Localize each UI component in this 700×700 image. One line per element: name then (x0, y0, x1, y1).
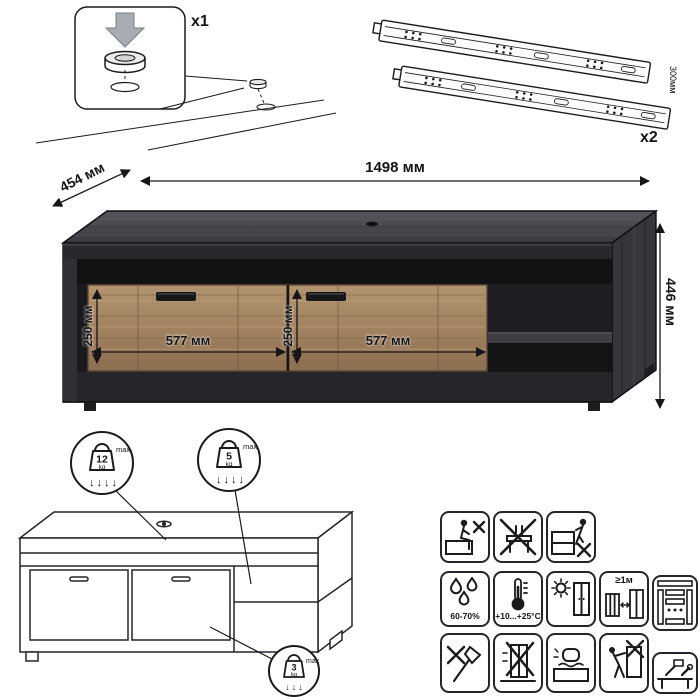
no-dragging-tile (493, 633, 543, 693)
no-sharp-tools-icon (446, 645, 482, 683)
left-stile (63, 259, 77, 402)
dim-drawer-right-width: 577 мм (365, 333, 411, 348)
keep-from-sunlight-tile (546, 571, 596, 627)
foot (25, 651, 39, 662)
load-unit: kg (291, 672, 297, 678)
load-note: max (116, 445, 130, 454)
drawer-left-handle (156, 292, 196, 301)
cleaning-cloth-tile (546, 633, 596, 693)
tv-stand-drawing (60, 209, 659, 411)
dim-overall-width: 1498 мм (365, 159, 425, 176)
dim-drawer-left-width: 577 мм (165, 333, 211, 348)
outline-drawing (17, 510, 355, 662)
no-standing-icon (499, 518, 537, 556)
no-dragging-icon (500, 641, 536, 682)
load-unit: kg (226, 461, 233, 468)
cleaning-cloth-icon (553, 648, 589, 682)
down-arrows-icon: ↓↓↓↓ (89, 477, 119, 489)
drawer-right-handle (306, 292, 346, 301)
no-sitting-icon (445, 519, 486, 555)
heater-distance-label: ≥1м (615, 574, 633, 586)
cap-count-label: x1 (191, 13, 209, 30)
humidity-icon (449, 577, 478, 606)
heater-distance-icon (605, 589, 644, 620)
assembly-tools-tile (652, 652, 698, 694)
temperature-icon (511, 578, 528, 611)
no-pushing-icon (609, 639, 645, 678)
drawer-left (87, 284, 288, 372)
foot-right (588, 402, 600, 411)
no-climbing-icon (551, 518, 592, 558)
middle-shelf (487, 332, 612, 343)
open-gap (77, 259, 612, 284)
foot-left (84, 402, 96, 411)
temperature-tile: +10...+25°C (493, 571, 543, 627)
load-badge-top: 12 kg max ↓↓↓↓ (70, 431, 134, 495)
down-arrows-icon: ↓↓↓ (285, 682, 305, 692)
temperature-label: +10...+25°C (495, 611, 541, 622)
insert-arrow-icon (104, 12, 146, 48)
top-edge-band (63, 243, 612, 259)
load-unit: kg (99, 464, 106, 471)
load-limit-badges: 12 kg max ↓↓↓↓ 5 kg max ↓↓↓↓ 3 kg max ↓↓… (70, 428, 320, 697)
dimension-arrows (52, 169, 665, 409)
humidity-label: 60-70% (450, 611, 480, 622)
no-sitting-tile (440, 511, 490, 563)
drawer-slide-2 (392, 65, 672, 130)
load-value: 12 (96, 454, 108, 466)
drawer-right (287, 284, 488, 372)
cap-hardware-callout (35, 6, 337, 151)
no-standing-tile (493, 511, 543, 563)
assembly-tools-icon (657, 659, 694, 689)
cable-hole (366, 221, 378, 227)
slide-length-label: 300мм (668, 66, 678, 94)
load-badge-shelf: 5 kg max ↓↓↓↓ (197, 428, 261, 492)
dim-drawer-right-height: 250 мм (281, 305, 295, 347)
load-note: max (306, 658, 320, 665)
no-sharp-tools-tile (440, 633, 490, 693)
foot-back (644, 363, 654, 379)
bottom-band (77, 372, 612, 402)
disassembly-diagram-tile (652, 575, 698, 631)
load-value: 5 (226, 451, 232, 463)
no-pushing-tile (599, 633, 649, 693)
heater-distance-tile: ≥1м (599, 571, 649, 627)
drawer-slide-1 (372, 19, 652, 84)
humidity-tile: 60-70% (440, 571, 490, 627)
slide-count-label: x2 (640, 129, 658, 146)
dim-drawer-left-height: 250 мм (81, 305, 95, 347)
load-badge-drawer: 3 kg max ↓↓↓ (268, 645, 320, 697)
down-arrows-icon: ↓↓↓↓ (216, 474, 246, 486)
disassembly-diagram-icon (657, 580, 693, 625)
drawer-slides-drawing (372, 19, 672, 130)
keep-from-sunlight-icon (551, 578, 590, 616)
load-value: 3 (291, 663, 296, 673)
no-climbing-tile (546, 511, 596, 563)
dim-overall-height: 446 мм (663, 278, 679, 326)
load-note: max (243, 442, 257, 451)
